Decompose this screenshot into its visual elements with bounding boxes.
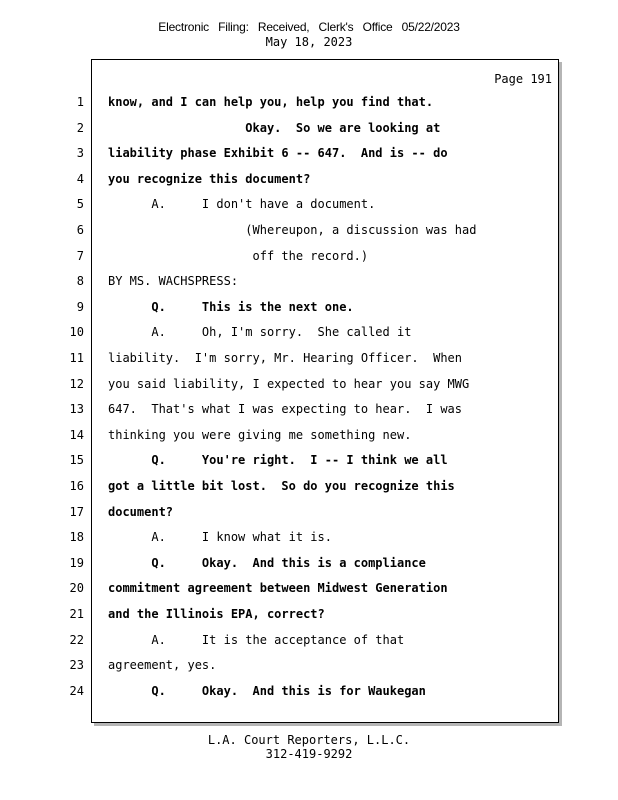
- transcript-line: A. I know what it is.: [108, 530, 332, 545]
- transcript-line: Q. Okay. And this is for Waukegan: [108, 683, 426, 698]
- transcript-line: commitment agreement between Midwest Gen…: [108, 581, 448, 596]
- transcript-line: and the Illinois EPA, correct?: [108, 607, 325, 621]
- line-number: 23: [69, 658, 84, 673]
- line-number: 7: [76, 248, 84, 263]
- line-number: 13: [69, 402, 84, 417]
- transcript-line: BY MS. WACHSPRESS:: [108, 274, 239, 289]
- line-number: 14: [69, 427, 84, 442]
- line-number: 8: [76, 274, 84, 289]
- transcript-line: A. Oh, I'm sorry. She called it: [108, 325, 412, 340]
- line-number: 22: [69, 632, 84, 647]
- transcript-line: 647. That's what I was expecting to hear…: [108, 402, 463, 417]
- transcript-line: got a little bit lost. So do you recogni…: [108, 479, 455, 493]
- transcript-line: document?: [108, 504, 174, 519]
- line-number: 17: [69, 504, 84, 519]
- transcript-line: agreement, yes.: [108, 658, 217, 673]
- transcript-line: liability. I'm sorry, Mr. Hearing Office…: [108, 351, 463, 365]
- line-number: 20: [69, 581, 84, 596]
- line-number: 19: [69, 555, 84, 570]
- line-number: 9: [76, 299, 84, 314]
- line-number: 5: [76, 197, 84, 212]
- line-number: 6: [76, 223, 84, 237]
- line-number: 2: [76, 120, 84, 135]
- transcript-line: (Whereupon, a discussion was had: [108, 223, 477, 237]
- line-number: 10: [69, 325, 84, 340]
- transcript-line: A. It is the acceptance of that: [108, 632, 405, 647]
- transcript-line: know, and I can help you, help you find …: [108, 95, 434, 109]
- transcript-line: Q. You're right. I -- I think we all: [108, 453, 448, 468]
- transcript-line: thinking you were giving me something ne…: [108, 427, 412, 442]
- line-number: 18: [69, 530, 84, 545]
- transcript-line: you recognize this document?: [108, 171, 311, 186]
- line-number: 16: [69, 479, 84, 493]
- line-number: 15: [69, 453, 84, 468]
- line-number: 24: [69, 683, 84, 698]
- line-number: 1: [76, 95, 84, 109]
- transcript-line: liability phase Exhibit 6 -- 647. And is…: [108, 146, 448, 161]
- transcript-page: Page 191 know, and I can help you, help …: [91, 59, 559, 723]
- reporter-company: L.A. Court Reporters, L.L.C.: [207, 733, 411, 747]
- page-number: Page 191: [494, 72, 552, 86]
- transcript-line: Q. This is the next one.: [108, 299, 354, 314]
- line-number: 11: [69, 351, 84, 365]
- transcript-line: off the record.): [108, 248, 369, 263]
- line-number: 21: [69, 607, 84, 621]
- transcript-line: Q. Okay. And this is a compliance: [108, 555, 426, 570]
- transcript-line: you said liability, I expected to hear y…: [108, 376, 470, 391]
- transcript-date: May 18, 2023: [265, 35, 353, 49]
- line-number: 4: [76, 171, 84, 186]
- transcript-line: A. I don't have a document.: [108, 197, 376, 212]
- transcript-line: Okay. So we are looking at: [108, 120, 441, 135]
- filing-stamp: Electronic Filing: Received, Clerk's Off…: [158, 20, 460, 34]
- line-number: 3: [76, 146, 84, 161]
- line-number: 12: [69, 376, 84, 391]
- reporter-phone: 312-419-9292: [265, 747, 353, 761]
